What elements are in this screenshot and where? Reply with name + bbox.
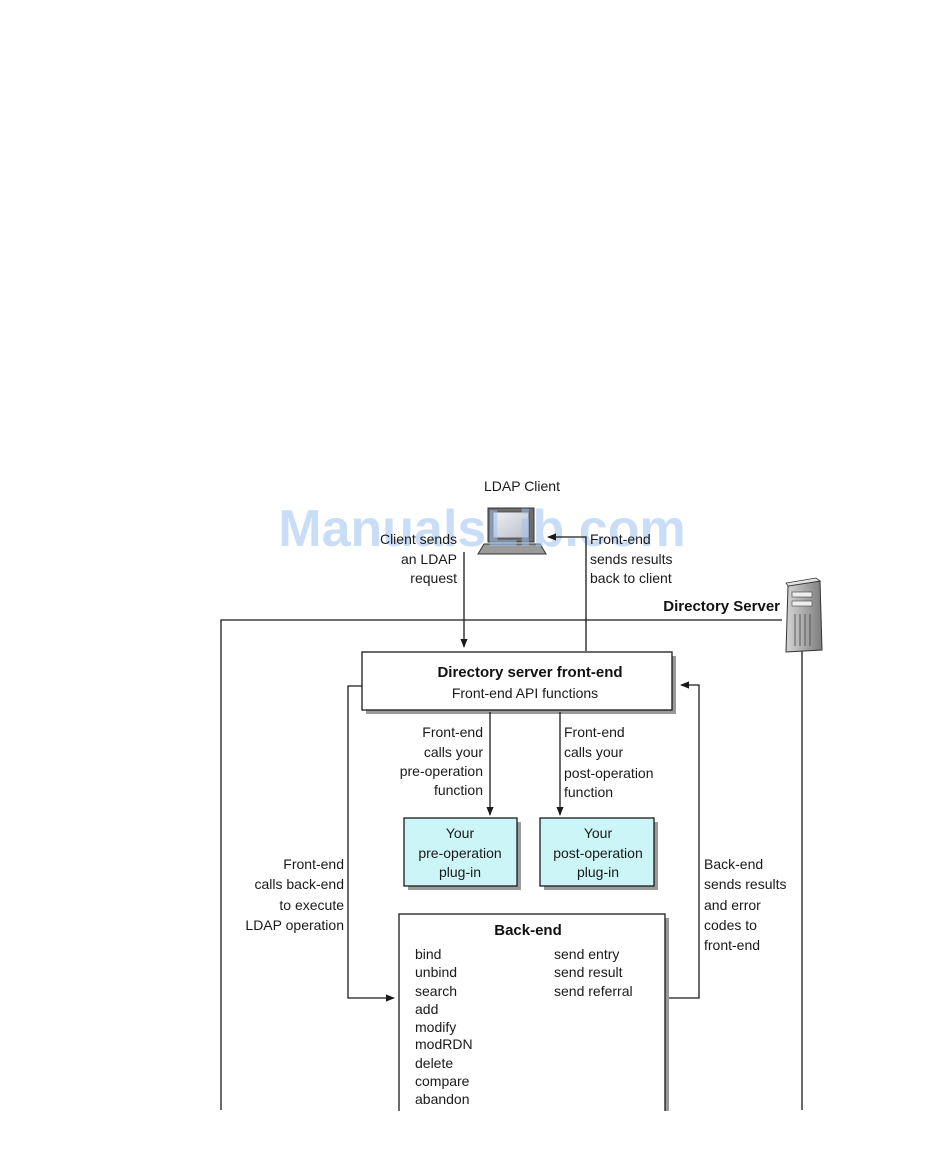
backend-call-line-3: to execute — [279, 897, 344, 913]
backend-response: send referral — [554, 983, 633, 999]
backend-return-line-2: sends results — [704, 876, 786, 892]
backend-operation: compare — [415, 1073, 470, 1089]
response-text-line-1: Front-end — [590, 531, 651, 547]
backend-operation: modRDN — [415, 1036, 473, 1052]
preop-plugin-line-3: plug-in — [439, 864, 481, 880]
frontend-to-backend-arrow — [347, 685, 395, 1002]
backend-return-line-3: and error — [704, 897, 761, 913]
preop-call-line-3: pre-operation — [400, 763, 483, 779]
preop-plugin-box: Your pre-operation plug-in — [403, 817, 521, 890]
preop-plugin-line-2: pre-operation — [418, 845, 501, 861]
backend-operation: add — [415, 1001, 438, 1017]
backend-operation: modify — [415, 1019, 456, 1035]
backend-operation: unbind — [415, 964, 457, 980]
directory-server-label: Directory Server — [663, 598, 780, 615]
frontend-title: Directory server front-end — [437, 664, 622, 681]
backend-responses-list: send entry send result send referral — [554, 946, 633, 999]
preop-plugin-line-1: Your — [446, 825, 475, 841]
watermark: ManualsLib.com — [278, 500, 685, 558]
request-text-line-3: request — [410, 570, 457, 586]
postop-plugin-line-1: Your — [584, 825, 613, 841]
server-tower-icon — [785, 577, 823, 653]
backend-operation: search — [415, 983, 457, 999]
response-text-line-2: sends results — [590, 551, 672, 567]
backend-return-line-4: codes to — [704, 917, 757, 933]
preop-call-line-1: Front-end — [422, 724, 483, 740]
postop-plugin-line-3: plug-in — [577, 864, 619, 880]
postop-call-line-3: post-operation — [564, 765, 654, 781]
preop-call-line-4: function — [434, 782, 483, 798]
backend-response: send entry — [554, 946, 619, 962]
backend-title: Back-end — [494, 922, 562, 939]
page-bottom-margin — [0, 1111, 950, 1163]
backend-response: send result — [554, 964, 623, 980]
computer-icon — [477, 507, 547, 555]
response-text-line-3: back to client — [590, 570, 672, 586]
postop-call-line-4: function — [564, 784, 613, 800]
backend-call-line-2: calls back-end — [255, 876, 345, 892]
frontend-to-client-arrow — [547, 533, 587, 651]
request-text-line-1: Client sends — [380, 531, 457, 547]
frontend-box: Directory server front-end Front-end API… — [361, 651, 676, 714]
frontend-subtitle: Front-end API functions — [452, 685, 598, 701]
postop-plugin-line-2: post-operation — [553, 845, 643, 861]
postop-call-line-1: Front-end — [564, 724, 625, 740]
backend-call-line-4: LDAP operation — [245, 917, 344, 933]
backend-box: Back-end bind unbind search add modify m… — [398, 913, 669, 1128]
ldap-client-label: LDAP Client — [484, 478, 560, 494]
backend-operation: abandon — [415, 1091, 470, 1107]
backend-to-frontend-arrow — [666, 681, 700, 999]
postop-call-line-2: calls your — [564, 744, 623, 760]
preop-call-line-2: calls your — [424, 744, 483, 760]
backend-call-line-1: Front-end — [283, 856, 344, 872]
backend-return-line-5: front-end — [704, 937, 760, 953]
request-text-line-2: an LDAP — [401, 551, 457, 567]
backend-operations-list: bind unbind search add modify modRDN del… — [415, 946, 473, 1107]
directory-server-boundary-left — [220, 619, 782, 1110]
backend-operation: delete — [415, 1055, 453, 1071]
backend-return-line-1: Back-end — [704, 856, 763, 872]
backend-operation: bind — [415, 946, 441, 962]
postop-plugin-box: Your post-operation plug-in — [539, 817, 658, 890]
